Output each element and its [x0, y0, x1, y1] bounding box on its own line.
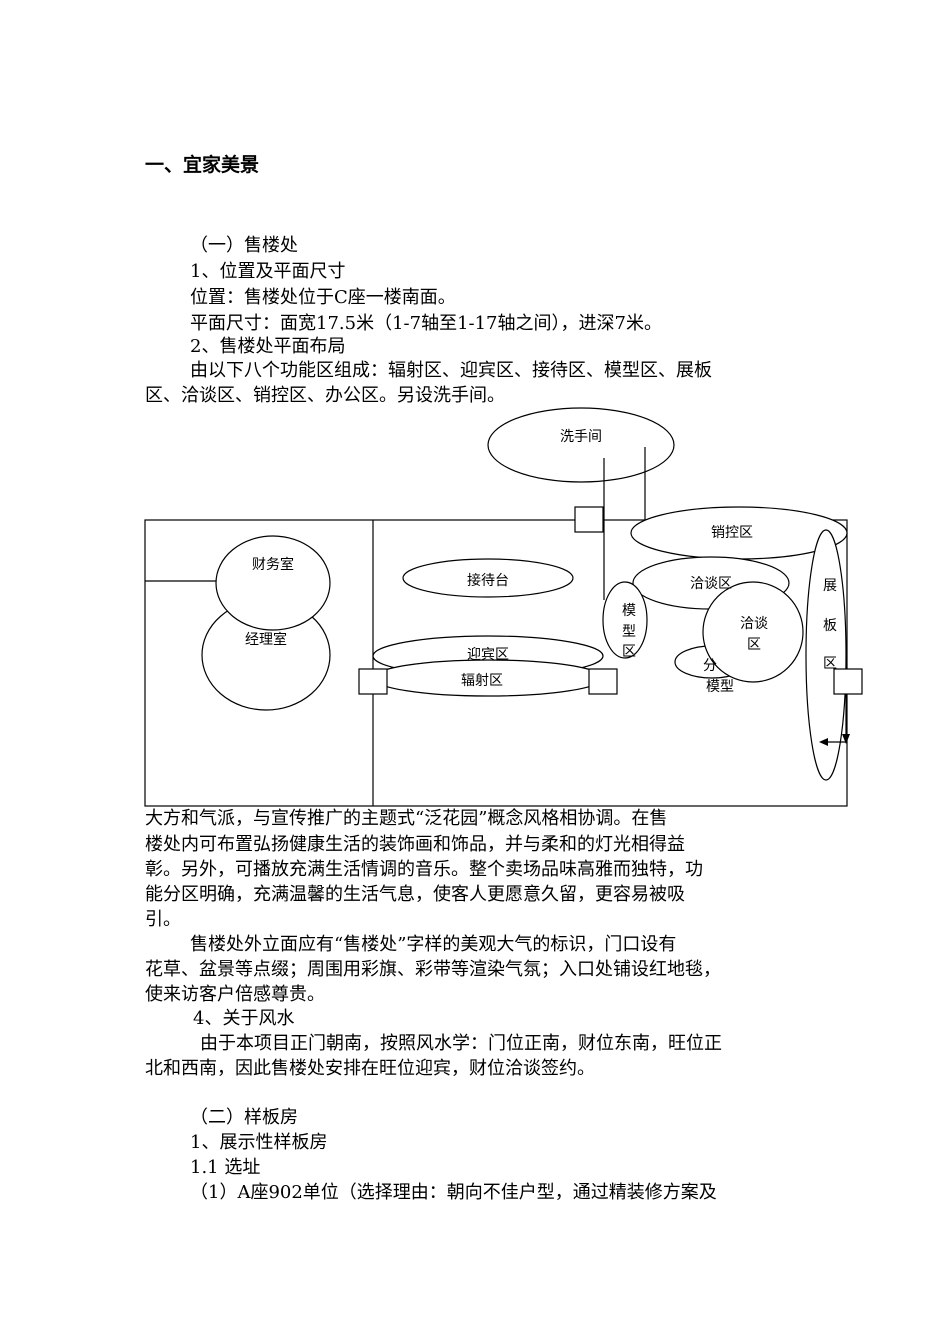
reception-desk-ellipse [402, 558, 574, 598]
display-board-label-2: 板 [823, 618, 837, 634]
item-display-model-house: 1、展示性样板房 [190, 1132, 328, 1153]
layout-text-1: 由以下八个功能区组成：辐射区、迎宾区、接待区、模型区、展板 [190, 360, 712, 381]
finance-room-ellipse [215, 535, 331, 631]
finance-room-label: 财务室 [252, 556, 294, 573]
item-location-size: 1、位置及平面尺寸 [190, 261, 346, 282]
arrow-down-head [842, 734, 850, 744]
floor-plan-outline [144, 519, 848, 807]
arrow-left-head [819, 738, 828, 746]
display-board-label-1: 展 [823, 578, 837, 594]
facade-text-3: 使来访客户倍感尊贵。 [145, 984, 325, 1005]
radiation-area-label: 辐射区 [461, 673, 503, 689]
subsection-title-sales-office: （一）售楼处 [190, 235, 298, 256]
reception-desk-label: 接待台 [467, 572, 509, 589]
door-west [358, 668, 388, 695]
body-text-1: 大方和气派，与宣传推广的主题式“泛花园”概念风格相协调。在售 [145, 808, 668, 829]
display-board-label-3: 区 [823, 656, 837, 672]
welcome-area-label: 迎宾区 [467, 647, 509, 663]
negotiation-area-2-label-2: 区 [747, 637, 761, 653]
site-selection-text: （1）A座902单位（选择理由：朝向不佳户型，通过精装修方案及 [190, 1182, 717, 1203]
subsection-title-model-house: （二）样板房 [190, 1107, 298, 1128]
fengshui-text-2: 北和西南，因此售楼处安排在旺位迎宾，财位洽谈签约。 [145, 1058, 595, 1079]
door-south [588, 668, 618, 695]
model-area-label-3: 区 [622, 644, 636, 660]
facade-text-1: 售楼处外立面应有“售楼处”字样的美观大气的标识，门口设有 [190, 934, 677, 955]
negotiation-area-1-label: 洽谈区 [690, 576, 732, 592]
unit-model-label-1: 分 [703, 658, 717, 674]
fengshui-text-1: 由于本项目正门朝南，按照风水学：门位正南，财位东南，旺位正 [200, 1033, 722, 1054]
washroom-label: 洗手间 [560, 429, 602, 445]
body-text-2: 楼处内可布置弘扬健康生活的装饰画和饰品，并与柔和的灯光相得益 [145, 834, 685, 855]
manager-room-label: 经理室 [245, 631, 287, 648]
item-layout: 2、售楼处平面布局 [190, 336, 346, 357]
door-east [833, 668, 863, 695]
section-heading: 一、宜家美景 [145, 154, 260, 176]
model-area-label-1: 模 [622, 603, 636, 619]
body-text-4: 能分区明确，充满温馨的生活气息，使客人更愿意久留，更容易被吸 [145, 884, 685, 905]
sales-control-label: 销控区 [711, 525, 753, 541]
negotiation-area-2-label-1: 洽谈 [740, 616, 768, 632]
washroom-ellipse [487, 407, 675, 483]
layout-text-2: 区、洽谈区、销控区、办公区。另设洗手间。 [145, 385, 505, 406]
body-text-3: 彰。另外，可播放充满生活情调的音乐。整个卖场品味高雅而独特，功 [145, 859, 703, 880]
door-north [574, 506, 604, 533]
model-area-label-2: 型 [622, 624, 636, 640]
plan-size-text: 平面尺寸：面宽17.5米（1-7轴至1-17轴之间），进深7米。 [190, 313, 662, 334]
item-site-selection: 1.1 选址 [190, 1157, 261, 1178]
item-fengshui: 4、关于风水 [193, 1008, 295, 1029]
body-text-5: 引。 [145, 909, 181, 930]
unit-model-label-2: 模型 [706, 679, 734, 695]
facade-text-2: 花草、盆景等点缀；周围用彩旗、彩带等渲染气氛；入口处铺设红地毯， [145, 959, 721, 980]
location-text: 位置：售楼处位于C座一楼南面。 [190, 287, 456, 308]
display-board-ellipse [805, 529, 847, 781]
negotiation-area-2-ellipse [702, 581, 804, 683]
model-area-ellipse [602, 581, 648, 659]
